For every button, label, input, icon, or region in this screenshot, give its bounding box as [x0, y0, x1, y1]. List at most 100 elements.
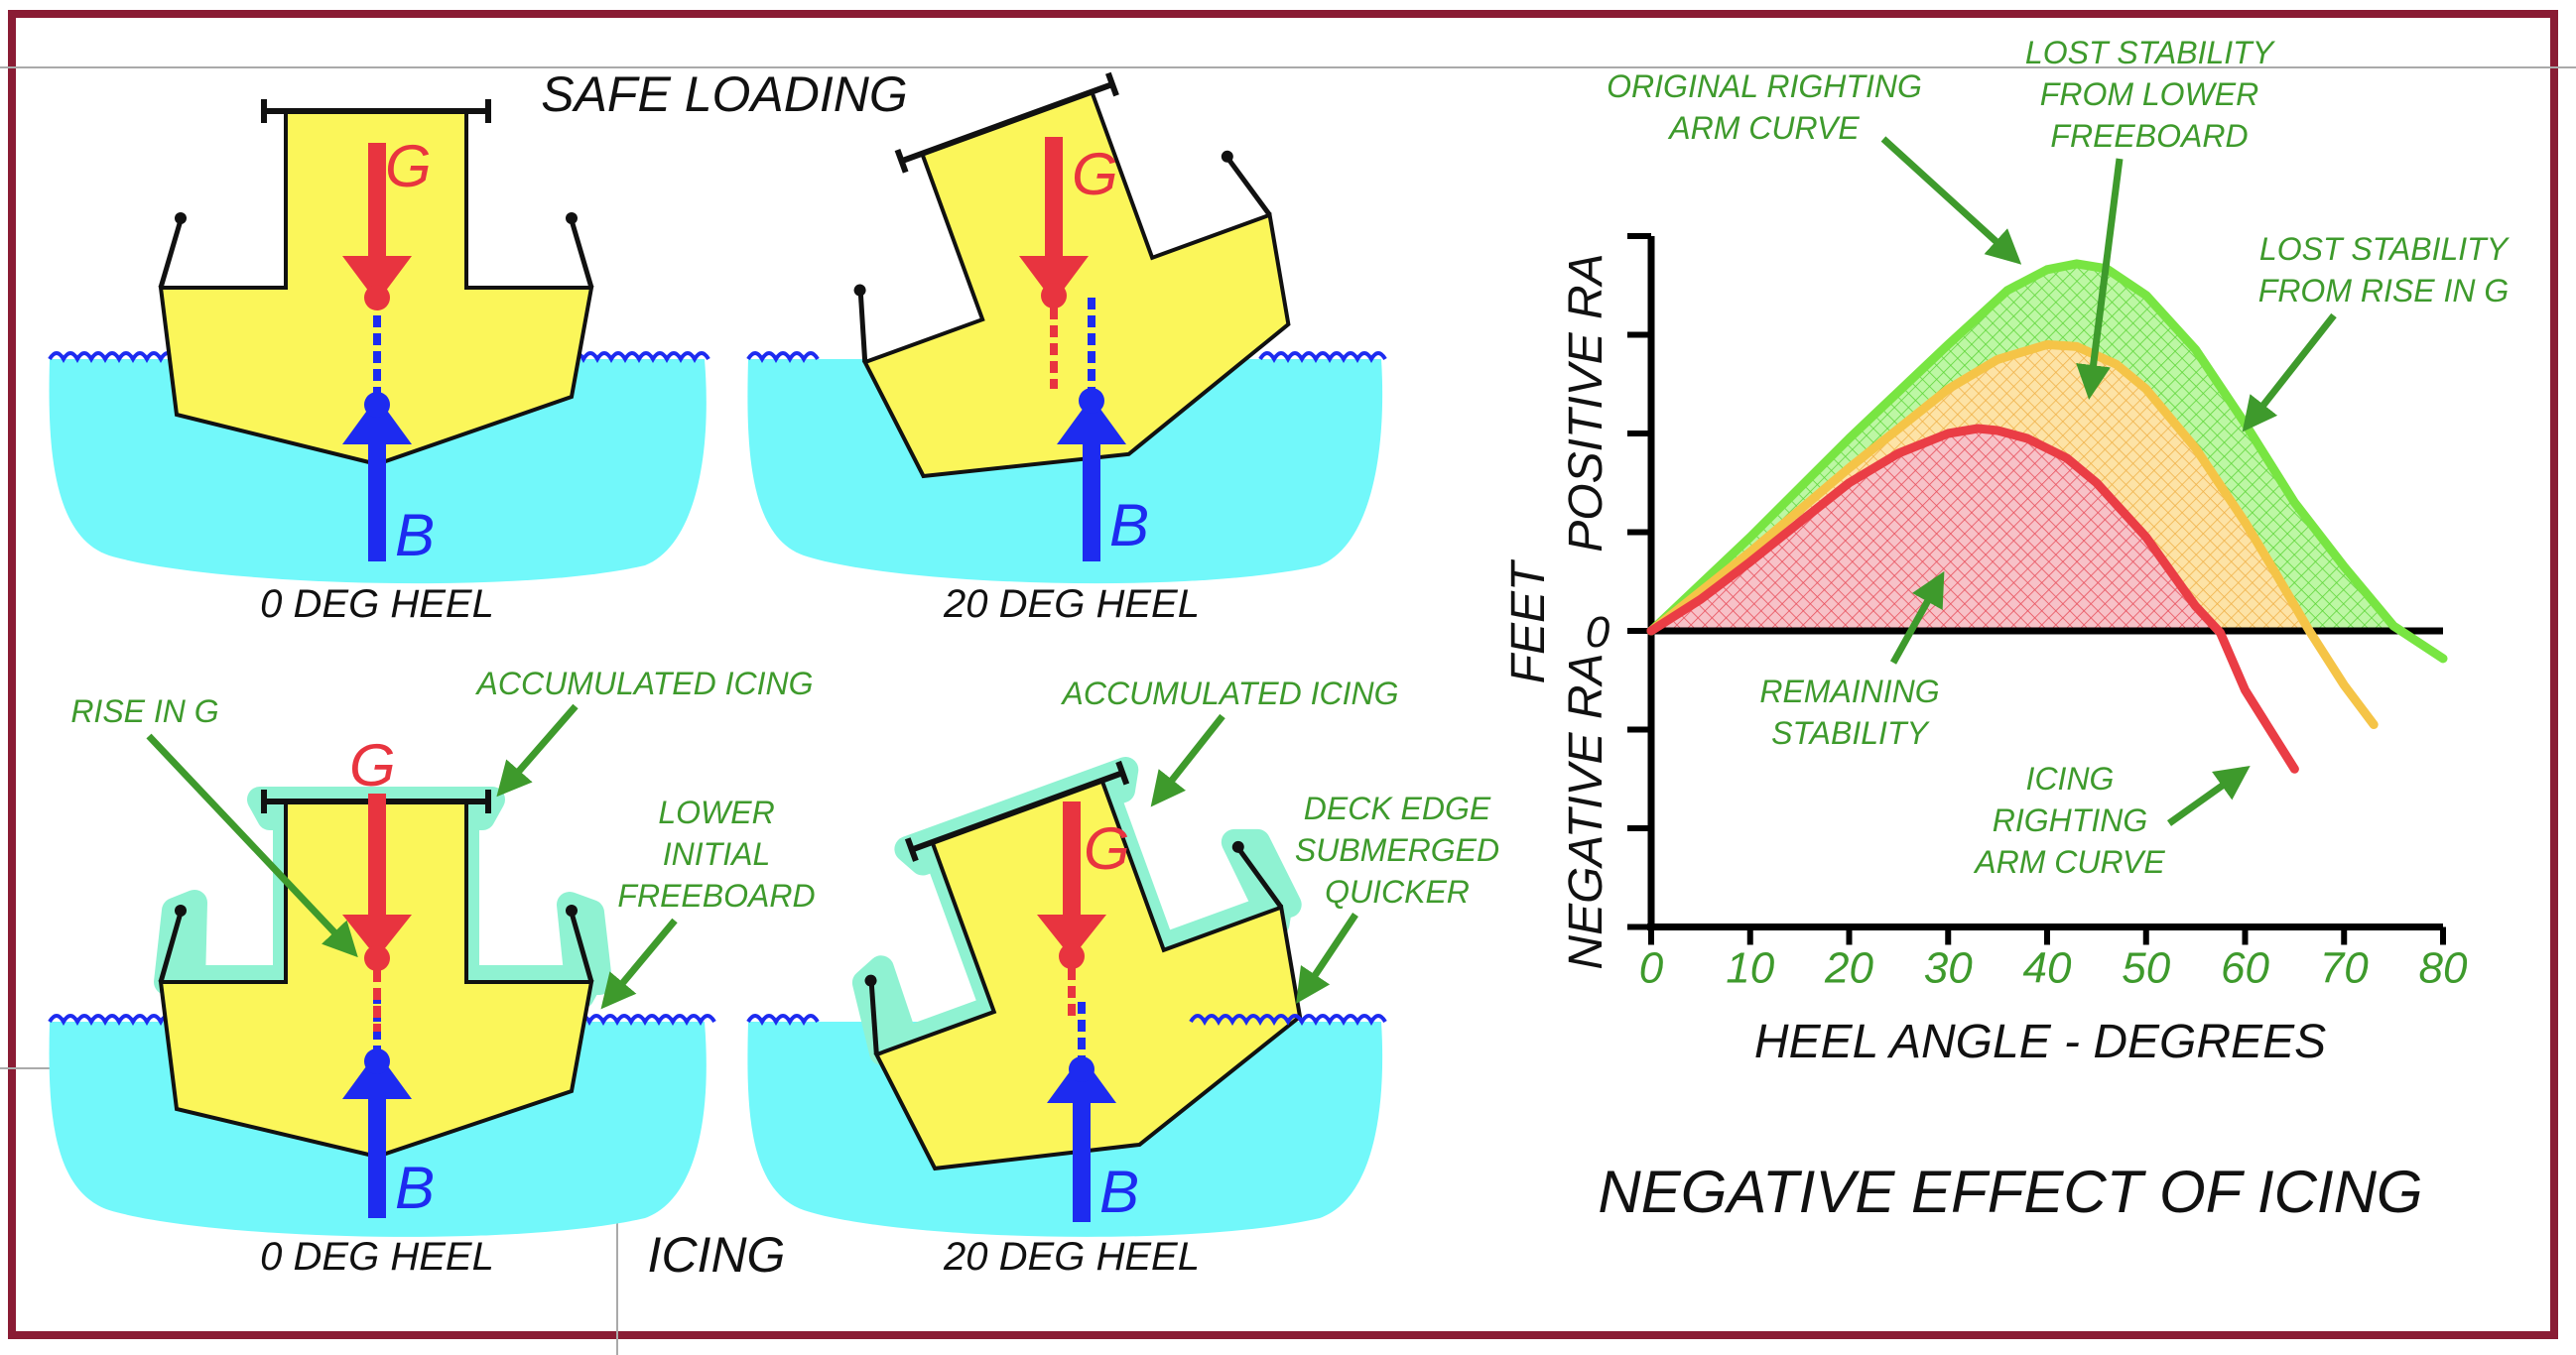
buoyancy-arrow-shaft	[368, 417, 386, 561]
g-label: G	[349, 732, 396, 799]
rise-in-g-arrow	[146, 733, 358, 958]
zero-label: 0	[1586, 608, 1610, 657]
remaining-stability-label: REMAINING STABILITY	[1759, 674, 1939, 751]
feet-label: FEET	[1502, 558, 1555, 683]
svg-text:LOST STABILITY: LOST STABILITY	[2259, 231, 2511, 267]
rail-knob-left	[175, 212, 187, 224]
chart-title: NEGATIVE EFFECT OF ICING	[1598, 1159, 2422, 1225]
outer-frame	[8, 10, 2558, 1339]
svg-text:DECK EDGE: DECK EDGE	[1304, 791, 1491, 826]
svg-text:REMAINING: REMAINING	[1759, 674, 1939, 709]
deck-edge-submerged-label: DECK EDGE SUBMERGED QUICKER	[1295, 791, 1499, 910]
rail-knob-right	[566, 905, 578, 917]
buoyancy-arrow-shaft	[1083, 436, 1100, 561]
b-label: B	[395, 502, 435, 568]
rail-right	[569, 219, 594, 289]
boat-caption: 20 DEG HEEL	[943, 1235, 1200, 1279]
accumulated-icing-label-2: ACCUMULATED ICING	[1061, 676, 1399, 711]
buoyancy-arrow-head	[1057, 397, 1126, 444]
curve-icing	[1646, 424, 2299, 774]
svg-text:LOST STABILITY: LOST STABILITY	[2025, 35, 2276, 70]
g-label: G	[1072, 141, 1118, 207]
x-axis-title: HEEL ANGLE - DEGREES	[1754, 1016, 2326, 1068]
boat-safe-20deg: G B 20 DEG HEEL	[746, 71, 1387, 626]
x-tick-label: 30	[1924, 944, 1973, 993]
b-label: B	[1099, 1159, 1139, 1225]
gravity-arrow-shaft	[368, 794, 386, 921]
lower-freeboard-arrow	[600, 918, 678, 1010]
svg-text:FREEBOARD: FREEBOARD	[617, 878, 815, 914]
g-label: G	[385, 133, 432, 199]
buoyancy-arrow-head	[342, 1051, 412, 1099]
accumulated-icing-arrow-2	[1150, 713, 1225, 807]
svg-text:QUICKER: QUICKER	[1325, 874, 1470, 910]
buoyancy-point	[364, 1048, 390, 1074]
rail-left	[158, 912, 184, 983]
buoyancy-point	[364, 392, 390, 418]
gravity-point	[1041, 283, 1067, 308]
original-curve-arrow	[1880, 136, 2022, 265]
x-tick-label: 70	[2320, 944, 2369, 993]
chart-fill-areas	[1651, 263, 2401, 631]
remaining-stability-arrow	[1889, 570, 1945, 665]
gravity-arrow-head	[342, 915, 412, 958]
gravity-arrow-head	[342, 256, 412, 303]
gravity-arrow-shaft	[368, 143, 386, 264]
svg-text:STABILITY: STABILITY	[1771, 715, 1930, 751]
svg-text:SUBMERGED: SUBMERGED	[1295, 832, 1499, 868]
rail-knob-left	[853, 284, 866, 297]
hull	[861, 88, 1291, 479]
lost-rise-g-label: LOST STABILITY FROM RISE IN G	[2258, 231, 2511, 308]
safe-loading-title: SAFE LOADING	[541, 66, 908, 122]
hull	[873, 778, 1303, 1171]
gravity-arrow-head	[1019, 256, 1089, 303]
gravity-point	[364, 285, 390, 310]
deckhouse-cap	[904, 760, 1130, 862]
svg-text:ARM CURVE: ARM CURVE	[1667, 110, 1860, 146]
original-curve-label: ORIGINAL RIGHTING ARM CURVE	[1607, 68, 1922, 146]
lost-freeboard-label: LOST STABILITY FROM LOWER FREEBOARD	[2025, 35, 2276, 154]
x-tick-label: 80	[2419, 944, 2468, 993]
rail-knob-right	[1231, 840, 1244, 853]
b-label: B	[1109, 492, 1149, 558]
gravity-arrow-shaft	[1045, 137, 1063, 264]
gravity-point	[1059, 943, 1085, 969]
x-tick-label: 20	[1824, 944, 1873, 993]
buoyancy-arrow-head	[342, 397, 412, 444]
icing-curve-arrow	[2166, 765, 2251, 826]
rail-knob-right	[1221, 150, 1233, 163]
gravity-point	[364, 945, 390, 971]
fill-remaining	[1651, 429, 2219, 631]
boat-caption: 0 DEG HEEL	[260, 1235, 494, 1279]
svg-text:RIGHTING: RIGHTING	[1993, 802, 2147, 838]
x-tick-label: 50	[2122, 944, 2170, 993]
buoyancy-arrow-shaft	[368, 1099, 386, 1218]
x-tick-label: 10	[1726, 944, 1774, 993]
svg-text:FROM LOWER: FROM LOWER	[2040, 76, 2258, 112]
svg-text:INITIAL: INITIAL	[663, 836, 770, 872]
svg-text:FREEBOARD: FREEBOARD	[2050, 118, 2248, 154]
rail-right	[1225, 157, 1272, 217]
rail-left	[868, 982, 879, 1055]
g-label: G	[1084, 815, 1130, 882]
svg-text:FROM RISE IN G: FROM RISE IN G	[2258, 273, 2509, 308]
water-wave-front	[1189, 1014, 1304, 1026]
lost-rise-g-arrow	[2242, 312, 2337, 432]
gravity-arrow-head	[1037, 915, 1106, 958]
buoyancy-point	[1069, 1056, 1095, 1082]
svg-text:ORIGINAL RIGHTING: ORIGINAL RIGHTING	[1607, 68, 1922, 104]
boat-icing-20deg: G B 20 DEG HEEL	[746, 756, 1387, 1279]
deckhouse-cap	[261, 99, 491, 123]
x-tick-label: 60	[2221, 944, 2269, 993]
x-tick-label: 40	[2023, 944, 2072, 993]
icing-curve-label: ICING RIGHTING ARM CURVE	[1973, 761, 2165, 880]
rail-left	[158, 219, 184, 289]
rail-knob-left	[864, 974, 877, 987]
rise-in-g-label: RISE IN G	[70, 693, 218, 729]
rail-right	[569, 912, 594, 983]
boat-caption: 20 DEG HEEL	[943, 582, 1200, 626]
svg-text:ARM CURVE: ARM CURVE	[1973, 844, 2165, 880]
negative-ra-label: NEGATIVE RA	[1560, 653, 1612, 969]
